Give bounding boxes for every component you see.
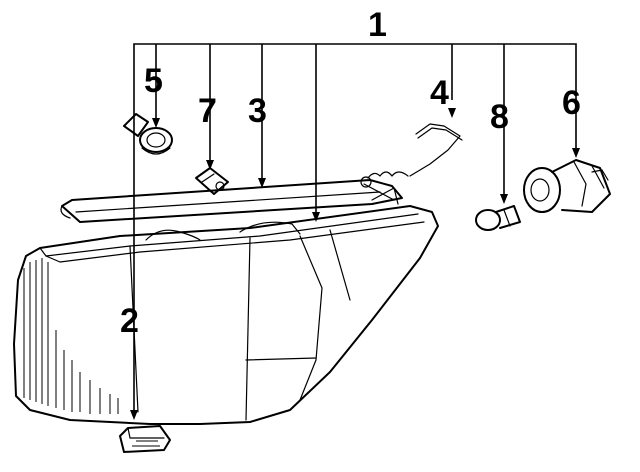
lamp-housing bbox=[13, 187, 439, 425]
wire-harness bbox=[360, 123, 463, 188]
clip-bracket bbox=[119, 425, 171, 453]
leader-bracket-1 bbox=[133, 43, 577, 410]
bulb-socket-small bbox=[123, 113, 173, 155]
wedge-bulb-small bbox=[195, 167, 229, 195]
callout-3: 3 bbox=[248, 92, 267, 130]
callout-7: 7 bbox=[198, 92, 217, 130]
callout-1: 1 bbox=[368, 6, 387, 44]
callout-8: 8 bbox=[490, 98, 509, 136]
miniature-bulb bbox=[475, 205, 521, 231]
callout-4: 4 bbox=[430, 74, 449, 112]
callout-2: 2 bbox=[120, 302, 139, 340]
bulb-socket-large bbox=[523, 159, 611, 213]
arrowheads bbox=[130, 108, 580, 420]
callout-5: 5 bbox=[144, 62, 163, 100]
trim-strip bbox=[60, 179, 403, 223]
callout-6: 6 bbox=[562, 84, 581, 122]
